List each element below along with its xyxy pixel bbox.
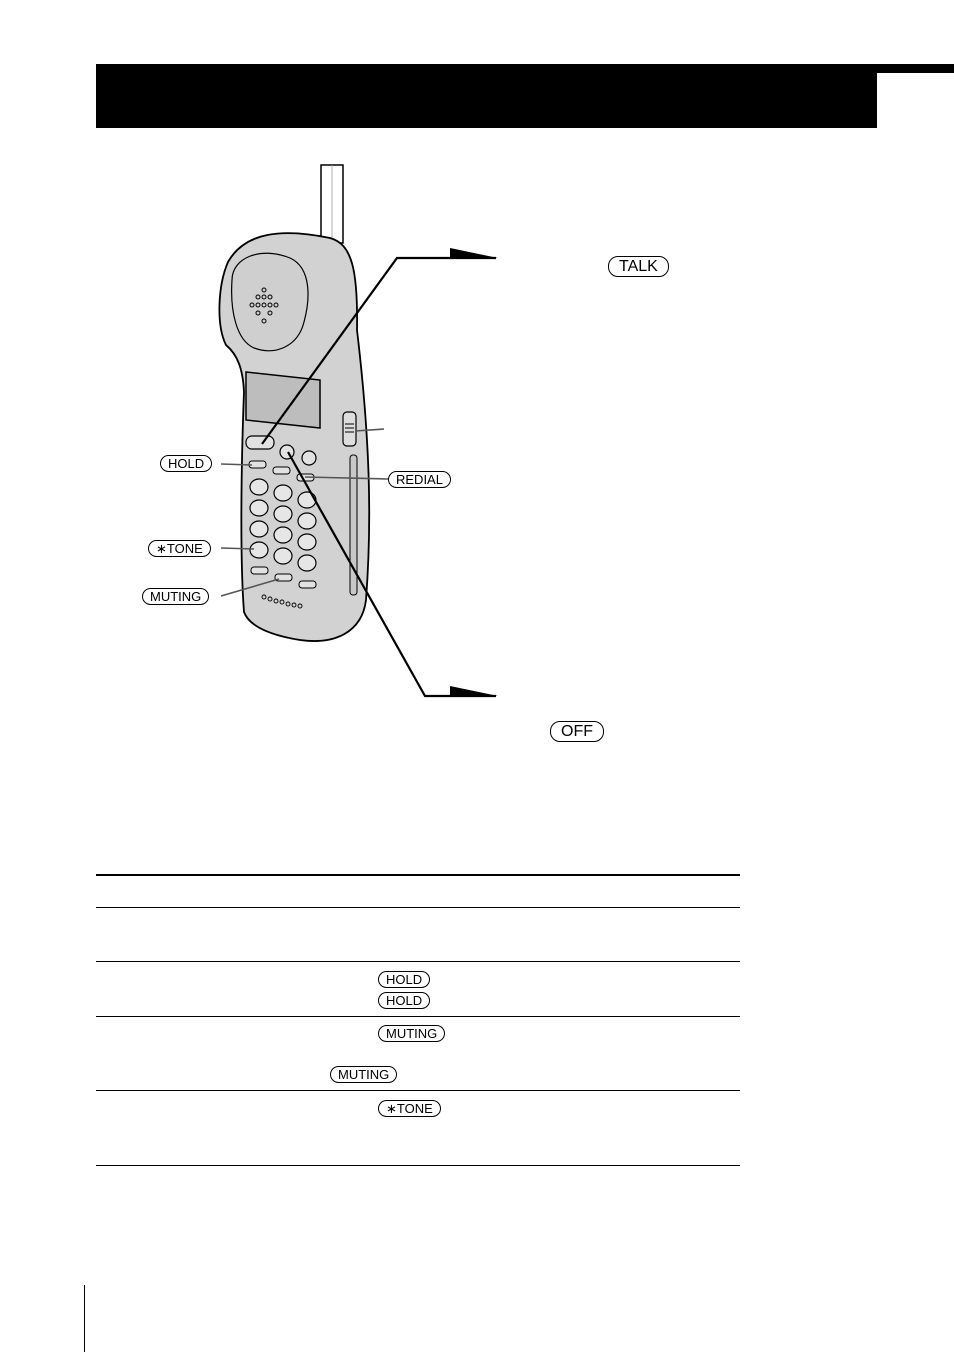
talk-key-label: TALK — [608, 256, 669, 277]
muting-key-label: MUTING — [142, 588, 210, 605]
table-muting-key: MUTING — [330, 1066, 398, 1083]
off-key-label: OFF — [550, 721, 604, 742]
header-tab — [877, 64, 954, 73]
table-muting-key: MUTING — [378, 1025, 446, 1042]
table-row-rule — [96, 1016, 740, 1017]
table-tone-key: ∗TONE — [378, 1100, 441, 1117]
table-hold-key: HOLD — [378, 992, 431, 1009]
table-row-rule — [96, 961, 740, 962]
table-header-rule — [96, 907, 740, 908]
cordless-handset-icon — [218, 164, 371, 642]
header-bar — [96, 64, 877, 128]
table-row-rule — [96, 1090, 740, 1091]
table-bottom-rule — [96, 1165, 740, 1166]
page-margin-rule — [84, 1285, 85, 1352]
hold-key-label: HOLD — [160, 455, 213, 472]
pointer-arrow-icon — [450, 248, 498, 696]
tone-key-label: ∗TONE — [148, 540, 211, 557]
redial-key-label: REDIAL — [388, 471, 451, 488]
table-hold-key: HOLD — [378, 971, 431, 988]
table-top-rule — [96, 874, 740, 876]
